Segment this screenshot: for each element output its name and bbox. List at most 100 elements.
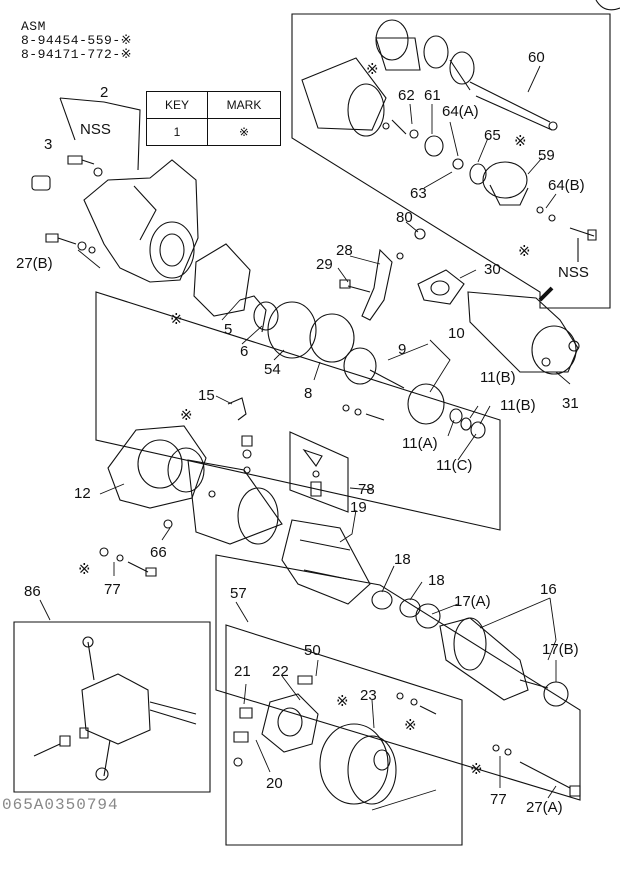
- asm-part-number-1: 8-94454-559-※: [21, 33, 133, 48]
- callout-64a: 64(A): [442, 103, 479, 120]
- solenoid-cover: [302, 58, 386, 136]
- callout-23: 23: [360, 687, 377, 704]
- asterisk-mark-8: ※: [404, 717, 417, 734]
- small-washers-8: [343, 405, 384, 420]
- callout-77-a: 77: [104, 581, 121, 598]
- bushing-3: [32, 176, 50, 190]
- callout-17a: 17(A): [454, 593, 491, 610]
- callout-59: 59: [538, 147, 555, 164]
- solenoid-body: [468, 288, 579, 374]
- drawing-code: 065A0350794: [2, 796, 119, 814]
- yoke-group-frame: [96, 292, 500, 530]
- key-header: KEY: [146, 91, 208, 119]
- callout-nss-b: NSS: [558, 264, 589, 281]
- callout-31: 31: [562, 395, 579, 412]
- solenoid-group-frame: [292, 14, 610, 308]
- callout-50: 50: [304, 642, 321, 659]
- solenoid-parts-small: [383, 120, 486, 184]
- callout-10: 10: [448, 325, 465, 342]
- callout-66: 66: [150, 544, 167, 561]
- bolts-nss: [46, 156, 102, 253]
- callout-80: 80: [396, 209, 413, 226]
- gasket-30: [418, 270, 464, 304]
- asterisk-mark-3: ※: [518, 243, 531, 260]
- callout-17b: 17(B): [542, 641, 579, 658]
- callout-28: 28: [336, 242, 353, 259]
- callout-65: 65: [484, 127, 501, 144]
- callout-27b: 27(B): [16, 255, 53, 272]
- field-coil-19: [282, 520, 370, 604]
- key-mark-table: KEY MARK 1 ※: [146, 91, 281, 146]
- leader-lines: [40, 66, 570, 810]
- callout-77-b: 77: [490, 791, 507, 808]
- callout-86: 86: [24, 583, 41, 600]
- callout-11b-1: 11(B): [480, 369, 516, 386]
- asterisk-mark-1: ※: [366, 61, 379, 78]
- detail-86-box: [14, 622, 210, 792]
- brush-terminal-78: [290, 432, 348, 512]
- callout-9: 9: [398, 341, 407, 358]
- front-housing: [84, 160, 198, 282]
- armature-16: [440, 618, 548, 700]
- callout-57: 57: [230, 585, 247, 602]
- terminal-15: [228, 398, 252, 473]
- brush-holder-group-frame: [226, 625, 462, 845]
- gasket-front: [194, 244, 250, 316]
- asterisk-mark-5: ※: [180, 407, 193, 424]
- asterisk-mark-6: ※: [78, 561, 91, 578]
- callout-16: 16: [540, 581, 557, 598]
- callout-30: 30: [484, 261, 501, 278]
- callout-54: 54: [264, 361, 281, 378]
- rear-cover: [108, 426, 206, 508]
- callout-11a: 11(A): [402, 435, 438, 452]
- callout-12: 12: [74, 485, 91, 502]
- corner-arc: [596, 0, 620, 10]
- bearings-18: [372, 591, 440, 628]
- callout-62: 62: [398, 87, 415, 104]
- callout-60: 60: [528, 49, 545, 66]
- bearing-17b: [544, 682, 568, 706]
- yoke: [188, 460, 282, 544]
- callout-11b-2: 11(B): [500, 397, 536, 414]
- mark-value: ※: [207, 118, 281, 146]
- callout-18-b: 18: [428, 572, 445, 589]
- asterisk-mark-7: ※: [336, 693, 349, 710]
- callout-11c: 11(C): [436, 457, 473, 474]
- brush-holder-22: [234, 676, 318, 766]
- callout-61: 61: [424, 87, 441, 104]
- brush-holder-detail-86: [34, 637, 196, 780]
- callout-18-a: 18: [394, 551, 411, 568]
- rear-bracket-23: [320, 693, 436, 804]
- callout-29: 29: [316, 256, 333, 273]
- callout-15: 15: [198, 387, 215, 404]
- callout-2: 2: [100, 84, 109, 101]
- callout-6: 6: [240, 343, 249, 360]
- leader-2: [60, 98, 140, 170]
- key-value: 1: [146, 118, 208, 146]
- leader-2b: [60, 98, 75, 140]
- callout-3: 3: [44, 136, 53, 153]
- asterisk-mark-9: ※: [470, 761, 483, 778]
- callout-27a: 27(A): [526, 799, 563, 816]
- mark-header: MARK: [207, 91, 281, 119]
- callout-20: 20: [266, 775, 283, 792]
- callout-63: 63: [410, 185, 427, 202]
- small-parts-66-77: [100, 520, 172, 576]
- asm-part-number-2: 8-94171-772-※: [21, 47, 133, 62]
- callout-64b: 64(B): [548, 177, 585, 194]
- callout-21: 21: [234, 663, 251, 680]
- plunger-assembly: [376, 20, 557, 130]
- asm-label: ASM: [21, 19, 46, 34]
- callout-5: 5: [224, 321, 233, 338]
- armature-group-frame: [216, 555, 580, 800]
- callout-nss-a: NSS: [80, 121, 111, 138]
- shift-lever: [340, 229, 425, 320]
- asterisk-mark-4: ※: [170, 311, 183, 328]
- asterisk-mark-2: ※: [514, 133, 527, 150]
- callout-19: 19: [350, 499, 367, 516]
- solenoid-contact-cap: [483, 162, 596, 262]
- pinion-clutch: [240, 296, 485, 438]
- callout-22: 22: [272, 663, 289, 680]
- through-bolt-27a: [493, 745, 580, 796]
